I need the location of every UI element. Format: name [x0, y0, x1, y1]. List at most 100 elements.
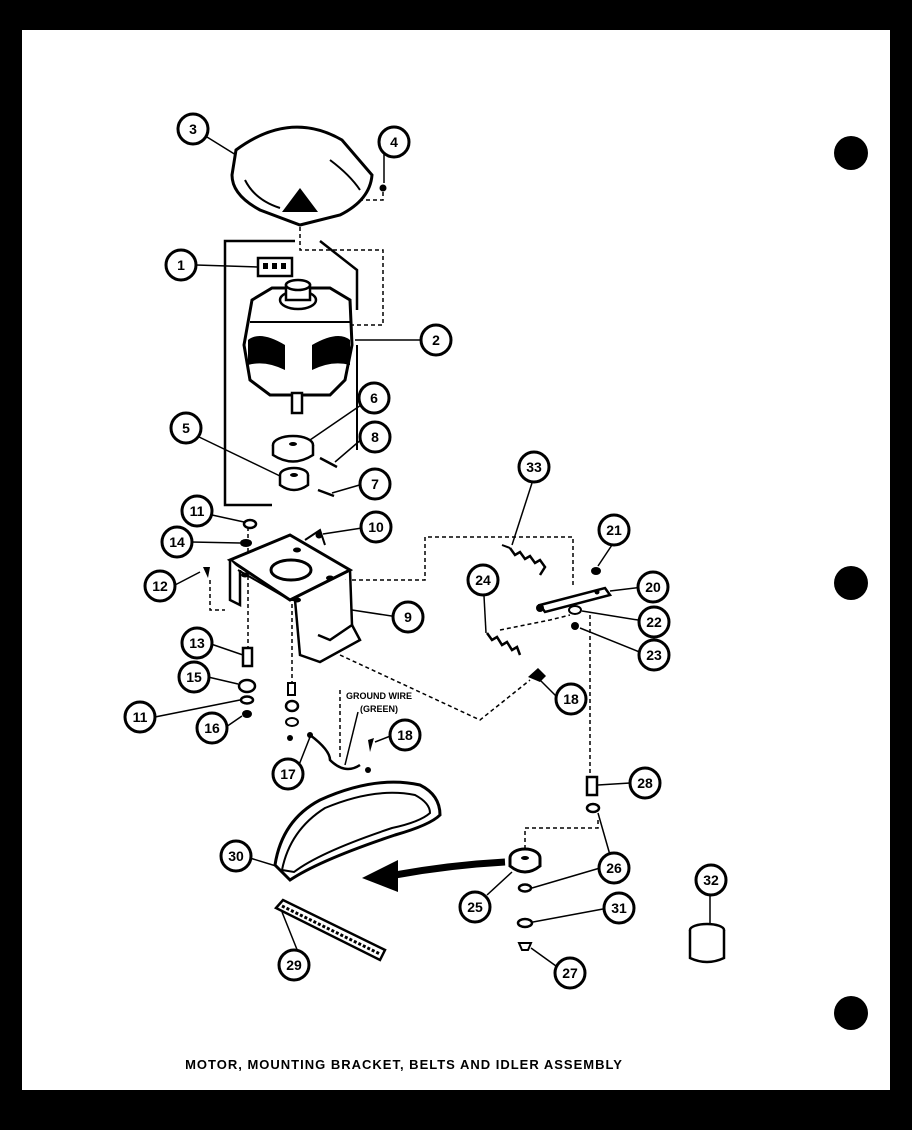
callout-27: 27 — [553, 956, 587, 990]
spacer-part-center — [287, 682, 296, 696]
callout-label: 17 — [280, 766, 296, 782]
callout-label: 3 — [189, 121, 197, 137]
callout-label: 29 — [286, 957, 302, 973]
callout-label: 5 — [182, 420, 190, 436]
callout-label: 16 — [204, 720, 220, 736]
callout-31: 31 — [602, 891, 636, 925]
idler-spring-part-24 — [485, 632, 522, 656]
callout-label: 13 — [189, 635, 205, 651]
callout-label: 11 — [133, 709, 148, 725]
ground-wire-color-label: (GREEN) — [360, 704, 398, 714]
motor-part — [242, 278, 354, 415]
idler-arm-part — [536, 586, 613, 614]
nut-part-lower — [242, 710, 252, 718]
callout-13: 13 — [180, 626, 214, 660]
drive-pulley-part — [278, 466, 310, 492]
callout-label: 18 — [397, 727, 413, 743]
nut-part-21 — [591, 567, 601, 575]
callout-15: 15 — [177, 660, 211, 694]
callout-11-upper: 11 — [180, 494, 214, 528]
nut-part-center — [287, 735, 293, 741]
callout-label: 20 — [645, 579, 661, 595]
callout-label: 6 — [370, 390, 378, 406]
retaining-clip-part — [517, 942, 533, 951]
nut-part — [240, 539, 252, 547]
washer-part — [242, 518, 258, 530]
screw-part-23 — [571, 622, 579, 630]
motor-assembly-bracket-line — [223, 239, 295, 507]
callout-label: 2 — [432, 332, 440, 348]
drive-belt-part — [273, 780, 442, 882]
page-number: 22 — [30, 1097, 47, 1114]
washer-part-lower-idler — [517, 883, 533, 893]
callout-14: 14 — [160, 525, 194, 559]
callout-4: 4 — [377, 125, 411, 159]
washer-part-lower — [239, 695, 255, 705]
diagram-caption: MOTOR, MOUNTING BRACKET, BELTS AND IDLER… — [185, 1057, 623, 1072]
callout-label: 21 — [606, 522, 622, 538]
callout-label: 28 — [637, 775, 653, 791]
spacer-part — [241, 646, 254, 668]
callout-label: 23 — [646, 647, 662, 663]
callout-label: 31 — [611, 900, 627, 916]
motor-cover-part — [230, 125, 374, 227]
callout-label: 32 — [703, 872, 719, 888]
callout-28: 28 — [628, 766, 662, 800]
callout-label: 14 — [169, 534, 185, 550]
motor-assembly-bracket-line-right — [319, 240, 359, 310]
spring-bracket-part — [528, 668, 546, 682]
callout-9: 9 — [391, 600, 425, 634]
screw-part-12 — [203, 567, 210, 578]
callout-11-lower: 11 — [123, 700, 157, 734]
screw-part — [379, 184, 387, 192]
callout-12: 12 — [143, 569, 177, 603]
washer-part-center — [285, 717, 299, 727]
pin-part — [317, 488, 335, 498]
callout-label: 7 — [371, 476, 379, 492]
callout-label: 12 — [152, 578, 168, 594]
washer-part-26 — [585, 802, 601, 814]
callout-5: 5 — [169, 411, 203, 445]
mounting-bracket-part — [226, 528, 362, 664]
callout-label: 30 — [228, 848, 244, 864]
callout-25: 25 — [458, 890, 492, 924]
callout-label: 1 — [177, 257, 185, 273]
ground-wire-label: GROUND WIRE — [346, 691, 412, 701]
callout-17: 17 — [271, 757, 305, 791]
terminal-block-part — [256, 256, 294, 278]
callout-29: 29 — [277, 948, 311, 982]
callout-32: 32 — [694, 863, 728, 897]
callout-label: 8 — [371, 429, 379, 445]
callout-26: 26 — [597, 851, 631, 885]
motor-pulley-part — [271, 434, 315, 463]
callout-label: 4 — [390, 134, 398, 150]
callout-label: 26 — [606, 860, 622, 876]
callout-8: 8 — [358, 420, 392, 454]
callout-label: 27 — [562, 965, 578, 981]
callout-1: 1 — [164, 248, 198, 282]
callout-label: 24 — [475, 572, 491, 588]
callout-3: 3 — [176, 112, 210, 146]
callout-24: 24 — [466, 563, 500, 597]
pump-belt-part — [273, 898, 387, 962]
callout-label: 18 — [563, 691, 579, 707]
callout-30: 30 — [219, 839, 253, 873]
callout-22: 22 — [637, 605, 671, 639]
direction-arrow — [362, 858, 506, 892]
washer-part-22 — [568, 605, 582, 615]
idler-pulley-part — [508, 847, 542, 874]
washer-part-31 — [516, 917, 534, 929]
callout-18-right: 18 — [554, 682, 588, 716]
binder-hole-middle — [834, 566, 868, 600]
callout-label: 10 — [368, 519, 384, 535]
binder-hole-bottom — [834, 996, 868, 1030]
grommet-part — [237, 678, 257, 694]
callout-label: 9 — [404, 609, 412, 625]
capacitor-part — [688, 922, 726, 964]
callout-6: 6 — [357, 381, 391, 415]
screw-part-18 — [368, 738, 374, 752]
callout-label: 33 — [526, 459, 542, 475]
leader-lines — [154, 136, 711, 967]
callout-10: 10 — [359, 510, 393, 544]
callout-20: 20 — [636, 570, 670, 604]
